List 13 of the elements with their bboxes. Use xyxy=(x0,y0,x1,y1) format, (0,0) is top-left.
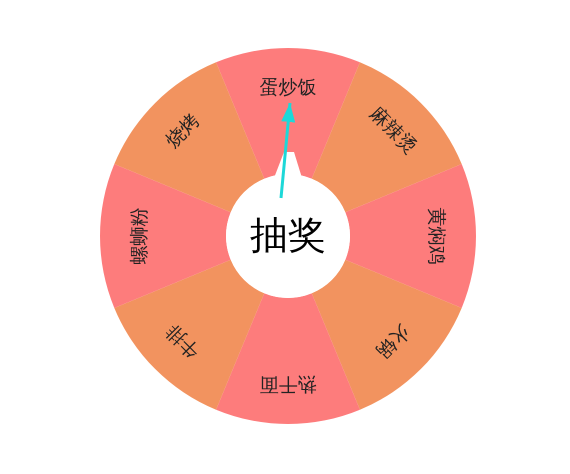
prize-label: 牛排 xyxy=(163,320,204,361)
prize-label: 火锅 xyxy=(372,320,413,361)
prize-segment xyxy=(216,293,360,424)
prize-label: 螺蛳粉 xyxy=(130,208,150,264)
prize-segment xyxy=(216,48,360,179)
prize-label: 黄焖鸡 xyxy=(426,208,446,264)
prize-segment xyxy=(100,164,231,308)
prize-label: 烧烤 xyxy=(163,111,204,152)
prize-label: 麻辣烫 xyxy=(366,104,420,158)
pointer-arrow xyxy=(280,102,296,198)
prize-segment xyxy=(345,164,476,308)
prize-label: 热干面 xyxy=(260,374,316,394)
prize-label: 蛋炒饭 xyxy=(260,78,316,98)
